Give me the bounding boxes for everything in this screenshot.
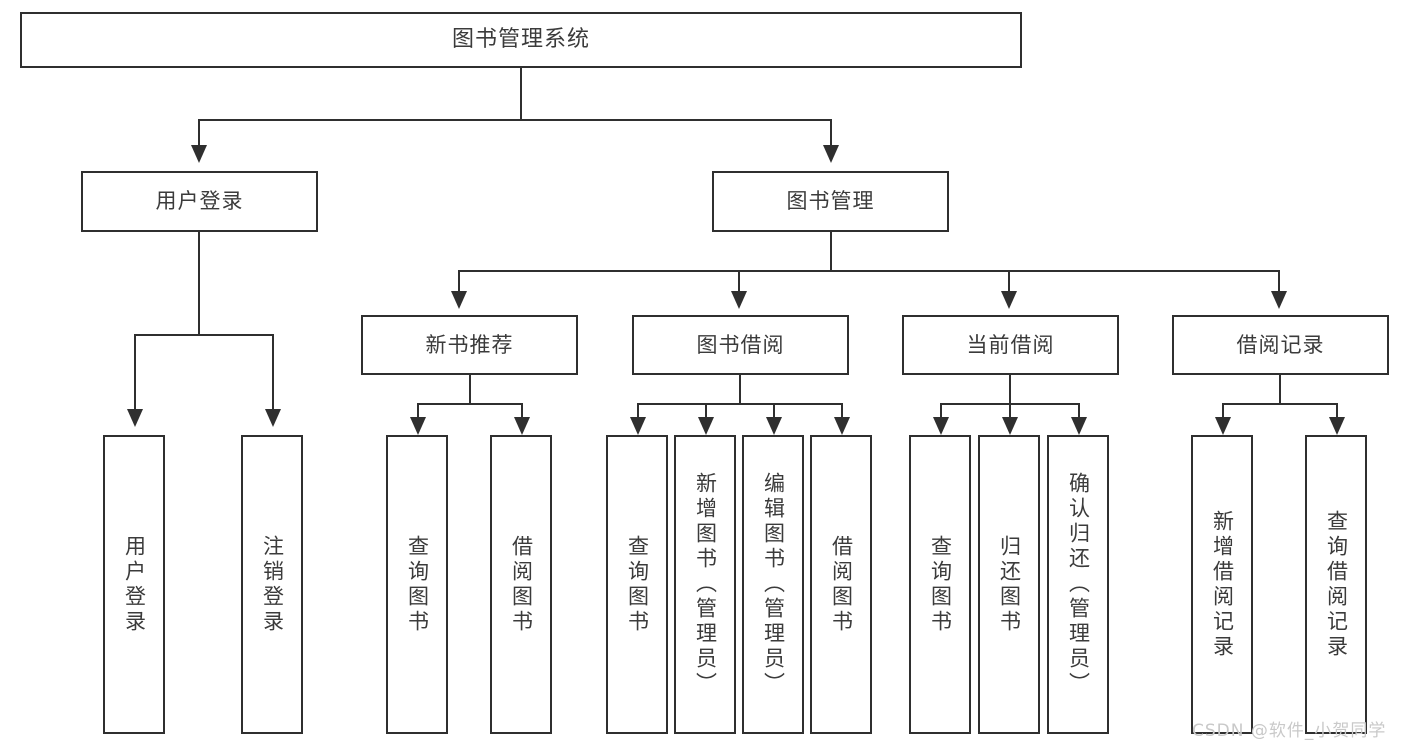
arrow-to-leaf-add-record <box>1215 417 1231 435</box>
edge-book-manage-drop-3 <box>1008 270 1010 291</box>
node-label: 用户登录 <box>122 534 147 635</box>
arrow-to-leaf-add-book <box>698 417 714 435</box>
edge-book-borrow-drop-3 <box>773 403 775 417</box>
edge-root-to-book-manage <box>830 119 832 145</box>
node-label: 借阅图书 <box>509 534 534 635</box>
edge-root-to-user-login <box>198 119 200 145</box>
node-label: 查询借阅记录 <box>1324 509 1349 660</box>
node-leaf-user-login[interactable]: 用户登录 <box>103 435 165 734</box>
node-label: 确认归还（管理员） <box>1066 472 1091 697</box>
arrow-to-book-borrow <box>731 291 747 309</box>
node-leaf-edit-book[interactable]: 编辑图书（管理员） <box>742 435 804 734</box>
edge-user-login-drop-2 <box>272 334 274 409</box>
edge-user-login-stem <box>198 232 200 335</box>
node-borrow-record[interactable]: 借阅记录 <box>1172 315 1389 375</box>
edge-book-manage-drop-1 <box>458 270 460 291</box>
edge-current-borrow-stem <box>1009 375 1011 404</box>
node-user-login[interactable]: 用户登录 <box>81 171 318 232</box>
node-label: 用户登录 <box>155 189 244 214</box>
node-label: 新增借阅记录 <box>1210 509 1235 660</box>
node-label: 图书管理系统 <box>451 27 590 53</box>
edge-borrow-record-bus <box>1222 403 1338 405</box>
edge-book-manage-bus <box>458 270 1280 272</box>
edge-book-borrow-stem <box>739 375 741 404</box>
arrow-to-leaf-query-record <box>1329 417 1345 435</box>
node-label: 当前借阅 <box>966 332 1055 357</box>
edge-root-stem <box>520 68 522 120</box>
node-leaf-add-record[interactable]: 新增借阅记录 <box>1191 435 1253 734</box>
node-label: 图书借阅 <box>696 332 785 357</box>
edge-new-book-drop-1 <box>417 403 419 417</box>
node-label: 查询图书 <box>625 534 650 635</box>
arrow-to-leaf-edit-book <box>766 417 782 435</box>
node-leaf-query-book-2[interactable]: 查询图书 <box>606 435 668 734</box>
arrow-to-leaf-query-book-1 <box>410 417 426 435</box>
node-leaf-add-book[interactable]: 新增图书（管理员） <box>674 435 736 734</box>
edge-user-login-bus <box>134 334 274 336</box>
node-leaf-query-record[interactable]: 查询借阅记录 <box>1305 435 1367 734</box>
node-label: 新增图书（管理员） <box>693 472 718 697</box>
node-root-system[interactable]: 图书管理系统 <box>20 12 1022 68</box>
edge-book-borrow-bus <box>637 403 843 405</box>
node-label: 查询图书 <box>928 534 953 635</box>
edge-new-book-stem <box>469 375 471 404</box>
arrow-to-book-manage <box>823 145 839 163</box>
node-leaf-borrow-book-2[interactable]: 借阅图书 <box>810 435 872 734</box>
node-label: 新书推荐 <box>425 332 514 357</box>
edge-book-borrow-drop-4 <box>841 403 843 417</box>
node-label: 注销登录 <box>260 534 285 635</box>
node-label: 图书管理 <box>786 189 875 214</box>
edge-new-book-drop-2 <box>521 403 523 417</box>
node-leaf-confirm-return[interactable]: 确认归还（管理员） <box>1047 435 1109 734</box>
node-leaf-return-book[interactable]: 归还图书 <box>978 435 1040 734</box>
node-new-book-recommend[interactable]: 新书推荐 <box>361 315 578 375</box>
arrow-to-leaf-confirm-return <box>1071 417 1087 435</box>
arrow-to-leaf-user-login <box>127 409 143 427</box>
edge-book-manage-drop-4 <box>1278 270 1280 291</box>
watermark-text: CSDN @软件_小贺同学 <box>1192 721 1387 741</box>
arrow-to-borrow-record <box>1271 291 1287 309</box>
edge-book-manage-stem <box>830 232 832 271</box>
node-book-borrow[interactable]: 图书借阅 <box>632 315 849 375</box>
node-label: 借阅记录 <box>1236 332 1325 357</box>
arrow-to-leaf-borrow-book-1 <box>514 417 530 435</box>
node-book-manage[interactable]: 图书管理 <box>712 171 949 232</box>
arrow-to-leaf-return-book <box>1002 417 1018 435</box>
node-leaf-logout[interactable]: 注销登录 <box>241 435 303 734</box>
edge-current-borrow-drop-1 <box>940 403 942 417</box>
node-label: 查询图书 <box>405 534 430 635</box>
edge-current-borrow-drop-3 <box>1078 403 1080 417</box>
arrow-to-user-login <box>191 145 207 163</box>
edge-borrow-record-drop-1 <box>1222 403 1224 417</box>
arrow-to-leaf-query-book-3 <box>933 417 949 435</box>
node-leaf-query-book-3[interactable]: 查询图书 <box>909 435 971 734</box>
edge-root-bus <box>198 119 832 121</box>
edge-borrow-record-drop-2 <box>1336 403 1338 417</box>
edge-borrow-record-stem <box>1279 375 1281 404</box>
edge-user-login-drop-1 <box>134 334 136 409</box>
node-leaf-query-book-1[interactable]: 查询图书 <box>386 435 448 734</box>
node-label: 编辑图书（管理员） <box>761 472 786 697</box>
node-label: 借阅图书 <box>829 534 854 635</box>
node-leaf-borrow-book-1[interactable]: 借阅图书 <box>490 435 552 734</box>
node-current-borrow[interactable]: 当前借阅 <box>902 315 1119 375</box>
edge-current-borrow-drop-2 <box>1009 403 1011 417</box>
arrow-to-current-borrow <box>1001 291 1017 309</box>
edge-book-borrow-drop-1 <box>637 403 639 417</box>
edge-book-borrow-drop-2 <box>705 403 707 417</box>
edge-book-manage-drop-2 <box>738 270 740 291</box>
arrow-to-leaf-logout <box>265 409 281 427</box>
arrow-to-leaf-borrow-book-2 <box>834 417 850 435</box>
arrow-to-new-book-recommend <box>451 291 467 309</box>
edge-new-book-bus <box>417 403 523 405</box>
node-label: 归还图书 <box>997 534 1022 635</box>
arrow-to-leaf-query-book-2 <box>630 417 646 435</box>
